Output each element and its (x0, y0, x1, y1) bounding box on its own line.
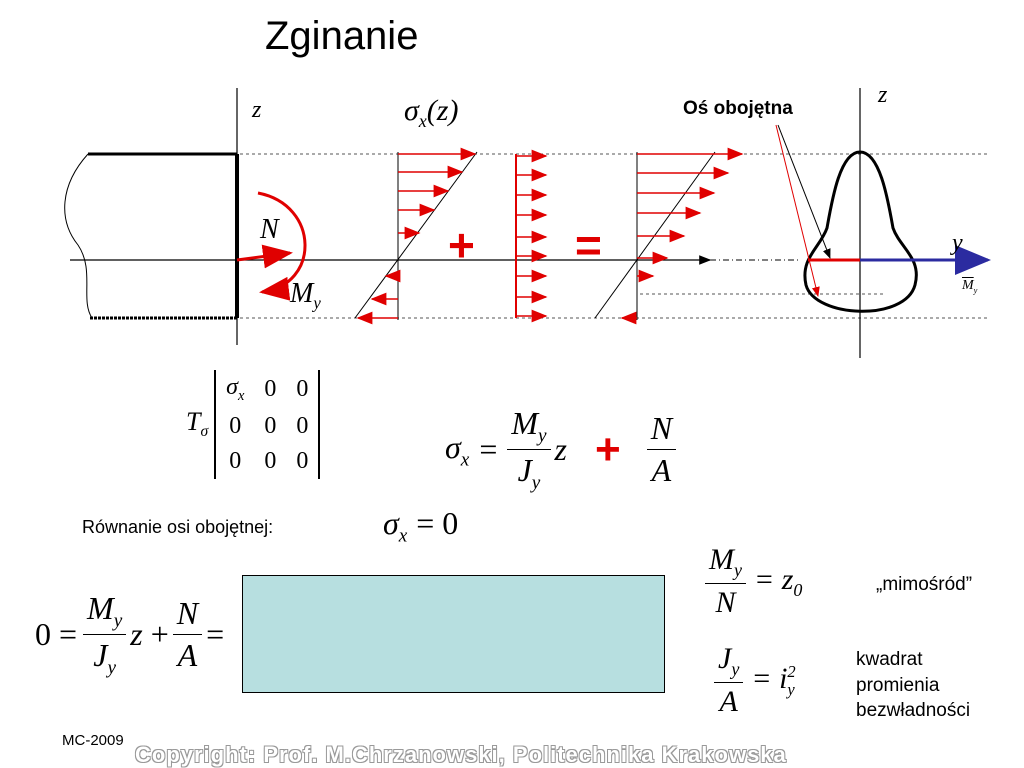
pointer-black (777, 124, 831, 259)
radius-note: kwadrat promienia bezwładności (856, 649, 971, 722)
pointer-red (775, 124, 820, 297)
neutral-axis-equation-label: Równanie osi obojętnej: (82, 517, 274, 537)
footer-course-code: MC-2009 (62, 732, 124, 749)
tensor-cell: 0 (296, 447, 309, 474)
eccentricity-note: „mimośród” (876, 574, 973, 595)
stress-diagram-combined (594, 147, 744, 325)
beam-dashed-lines (240, 153, 988, 319)
neutral-axis-label: Oś obojętna (683, 98, 793, 119)
moment-arc (257, 191, 307, 301)
stress-diagram-axial (515, 149, 548, 323)
n-label: N (260, 214, 279, 245)
tensor-cell: 0 (296, 375, 309, 402)
z-label-left: z (252, 97, 262, 123)
plus-operator-1: + (448, 219, 475, 271)
beam (64, 152, 239, 320)
tensor-cell: 0 (264, 375, 277, 402)
y-label-right: y (952, 230, 963, 256)
z-label-right: z (878, 82, 888, 108)
sigma-x-header: σx(z) (404, 94, 459, 131)
moment-vector-label: My (962, 278, 978, 295)
neutral-axis-equation: σx = 0 (383, 505, 459, 547)
stress-diagram-bending (354, 147, 478, 325)
tensor-cell: 0 (264, 447, 277, 474)
n-force-arrow (236, 244, 293, 269)
copyright-notice: Copyright: Prof. M.Chrzanowski, Politech… (135, 742, 787, 767)
page-title: Zginanie (265, 14, 419, 58)
tensor-cell: σx (226, 374, 245, 404)
tensor-cell: 0 (229, 412, 242, 439)
tensor-cell: 0 (264, 412, 277, 439)
hidden-answer-box (242, 575, 665, 693)
tensor-symbol: Tσ (186, 407, 209, 441)
cross-section (803, 150, 918, 313)
equals-operator: = (575, 219, 602, 271)
tensor-cell: 0 (296, 412, 309, 439)
my-label: My (290, 278, 321, 313)
tensor-cell: 0 (229, 447, 242, 474)
